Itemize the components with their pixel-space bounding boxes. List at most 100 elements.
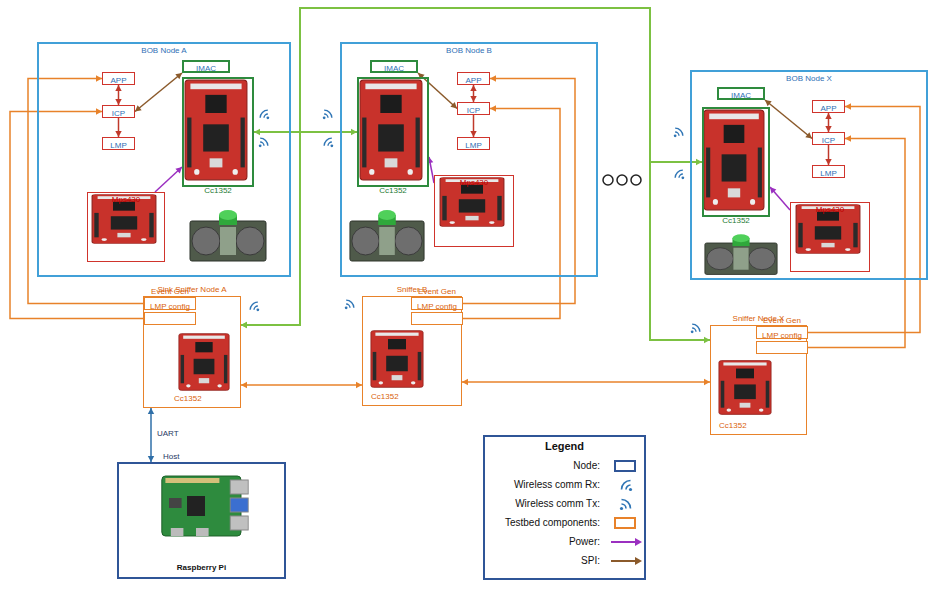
mac-box: IMAC (717, 87, 765, 100)
wireless-rx-icon (675, 170, 684, 179)
cc1352-board (371, 331, 423, 388)
sensor-board (350, 210, 424, 261)
legend-sample (609, 554, 643, 568)
host-title: Host (163, 452, 179, 462)
node-title: BOB Node X (692, 74, 926, 84)
testbed-box: LMP config (756, 341, 808, 354)
connector (28, 75, 144, 303)
node-box: BOB Node A APP IMAC ICP LMP Cc1352Mps430 (37, 42, 291, 277)
wireless-tx-icon (691, 324, 700, 333)
cc1352-board (360, 80, 422, 180)
cc1352-board (704, 110, 764, 210)
layer-label: APP (110, 76, 126, 86)
layer-box: LMP (812, 165, 845, 178)
layer-label: LMP (110, 141, 126, 151)
component-label: LMP config (150, 302, 190, 312)
legend-text: SPI: (581, 555, 600, 567)
ellipsis-dot (631, 175, 641, 185)
layer-box: ICP (102, 105, 135, 118)
wireless-tx-icon (674, 128, 683, 137)
layer-label: ICP (822, 136, 835, 146)
legend-title: Legend (485, 440, 644, 453)
board-label: Mps430 (88, 195, 164, 259)
board-label: Mps430 (435, 178, 513, 244)
mcu-board-box: Mps430 (434, 175, 514, 247)
radio-board-box: Cc1352 (702, 107, 770, 217)
cc1352-board (179, 334, 229, 391)
legend-text: Node: (573, 460, 600, 472)
board-label: Mps430 (791, 205, 869, 269)
connector (770, 187, 790, 210)
legend-text: Testbed components: (505, 517, 600, 529)
layer-box: APP (812, 100, 845, 113)
wireless-rx-icon (260, 110, 269, 119)
connector (462, 379, 710, 385)
connector (825, 113, 831, 132)
legend-text: Wireless comm Rx: (514, 479, 600, 491)
legend-text: Power: (569, 536, 600, 548)
connector-label: UART (156, 429, 180, 439)
legend-sample (609, 535, 643, 549)
testbed-box: LMP config (144, 312, 196, 325)
connector (148, 408, 154, 462)
node-title: BOB Node B (342, 46, 596, 56)
layer-label: IMAC (384, 64, 404, 74)
mcu-board-box: Mps430 (87, 192, 165, 262)
board-label: Cc1352 (704, 216, 768, 226)
layer-label: LMP (465, 141, 481, 151)
legend-text: Wireless comm Tx: (515, 498, 600, 510)
sniffer-box: Sniffer Node XCc1352Event GenLMP config (710, 325, 807, 435)
mcu-board-box: Mps430 (790, 202, 870, 272)
wireless-rx-icon (250, 302, 259, 311)
board-label: Cc1352 (184, 186, 252, 196)
node-box: BOB Node BIMACAPPICPLMPCc1352Mps430 (340, 42, 598, 277)
layer-label: IMAC (731, 91, 751, 101)
wireless-tx-icon (259, 138, 268, 147)
layer-label: ICP (112, 109, 125, 119)
cc1352-board (719, 361, 771, 415)
component-label: Event Gen (151, 287, 189, 297)
radio-board-box: Cc1352 (182, 77, 254, 187)
layer-box: LMP (102, 137, 135, 150)
node-title: BOB Node A (39, 46, 289, 56)
board-label: Cc1352 (359, 186, 427, 196)
testbed-box: LMP config (411, 312, 463, 325)
sniffer-box: Sink Sniffer Node ACc1352Event GenLMP co… (143, 296, 241, 408)
layer-box: ICP (457, 102, 490, 115)
mac-box: IMAC (182, 60, 230, 73)
legend-sample (609, 497, 643, 511)
legend-box: LegendNode: Wireless comm Rx: Wireless com… (483, 435, 646, 580)
board-label: Cc1352 (371, 392, 399, 402)
connector (241, 8, 710, 343)
board-label: Raspberry Pi (119, 563, 284, 573)
connector (10, 108, 144, 318)
connector (470, 85, 476, 102)
connector (463, 75, 575, 303)
layer-label: IMAC (196, 64, 216, 74)
sensor-board (190, 210, 266, 261)
node-box: BOB Node X IMAC APP Cc1352 ICP LMP Mps430 (690, 70, 928, 280)
cc1352-board (185, 80, 247, 180)
layer-label: LMP (820, 169, 836, 179)
board-label: Cc1352 (719, 421, 747, 431)
layer-box: APP (102, 72, 135, 85)
wireless-tx-icon (323, 110, 332, 119)
connector (135, 73, 182, 112)
connector (825, 145, 831, 165)
legend-sample (609, 459, 643, 473)
connector (470, 115, 476, 137)
board-label: Cc1352 (174, 394, 202, 404)
component-label: LMP config (762, 331, 802, 341)
raspberry-pi-board (162, 476, 248, 536)
sniffer-box: Sniffer BCc1352Event GenLMP config (362, 296, 462, 406)
wireless-rx-icon (324, 138, 333, 147)
layer-label: APP (820, 104, 836, 114)
connector (808, 135, 905, 347)
host-box: HostRaspberry Pi (117, 462, 286, 579)
connector (241, 8, 702, 328)
component-label: LMP config (417, 302, 457, 312)
layer-box: ICP (812, 132, 845, 145)
